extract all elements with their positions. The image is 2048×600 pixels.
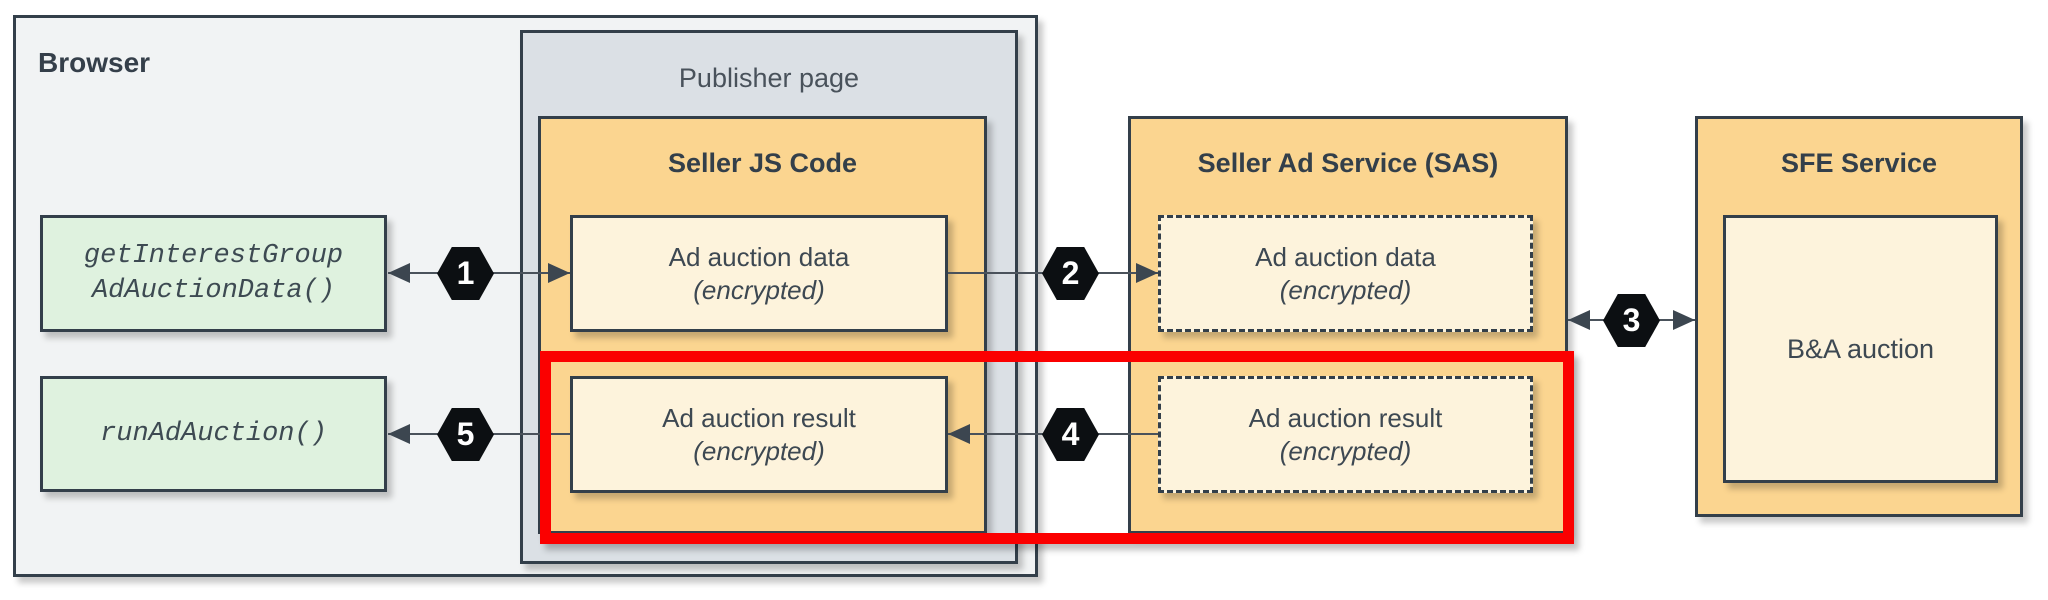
ba-auction-label: B&A auction bbox=[1786, 333, 1935, 364]
browser-label: Browser bbox=[38, 47, 151, 78]
arrowhead-left-step4 bbox=[948, 424, 970, 444]
api-label-line1: runAdAuction() bbox=[100, 418, 327, 449]
sas-ad-auction-data-node: Ad auction data (encrypted) bbox=[1158, 215, 1533, 332]
result-row-highlight-rect bbox=[540, 351, 1574, 544]
step-4-number: 4 bbox=[1061, 416, 1080, 452]
node-label-line1: Ad auction data bbox=[668, 241, 850, 272]
node-label-line2: (encrypted) bbox=[693, 274, 825, 305]
node-label-line1: Ad auction result bbox=[662, 402, 856, 433]
api-label-line2: AdAuctionData() bbox=[91, 275, 336, 306]
step-2-hexagon: 2 bbox=[1042, 247, 1099, 300]
api-label-line1: getInterestGroup bbox=[83, 240, 344, 271]
sfe-service-title: SFE Service bbox=[1780, 148, 1938, 178]
node-label-line2: (encrypted) bbox=[1279, 435, 1412, 466]
arrowhead-right-step1 bbox=[548, 263, 570, 283]
js-ad-auction-result-node: Ad auction result (encrypted) bbox=[570, 376, 948, 493]
ba-auction-node: B&A auction bbox=[1723, 215, 1998, 483]
step-3-hexagon: 3 bbox=[1603, 294, 1660, 347]
get-interest-group-ad-auction-data-node: getInterestGroup AdAuctionData() bbox=[40, 215, 387, 332]
arrowhead-left-step5 bbox=[388, 424, 410, 444]
seller-ad-service-title: Seller Ad Service (SAS) bbox=[1197, 148, 1499, 178]
arrowhead-left-step3 bbox=[1568, 310, 1590, 330]
node-label-line1: Ad auction result bbox=[1248, 402, 1443, 433]
js-ad-auction-data-node: Ad auction data (encrypted) bbox=[570, 215, 948, 332]
arrowhead-right-step2 bbox=[1136, 263, 1158, 283]
sas-ad-auction-result-node: Ad auction result (encrypted) bbox=[1158, 376, 1533, 493]
step-2-number: 2 bbox=[1061, 255, 1080, 291]
seller-js-code-title: Seller JS Code bbox=[667, 148, 858, 178]
node-label-line1: Ad auction data bbox=[1255, 241, 1436, 272]
arrowhead-left-step1 bbox=[388, 263, 410, 283]
node-label-line2: (encrypted) bbox=[693, 435, 825, 466]
step-5-number: 5 bbox=[456, 416, 475, 452]
step-1-number: 1 bbox=[456, 255, 475, 291]
node-label-line2: (encrypted) bbox=[1279, 274, 1412, 305]
arrowhead-right-step3 bbox=[1673, 310, 1695, 330]
step-3-number: 3 bbox=[1622, 302, 1641, 338]
run-ad-auction-node: runAdAuction() bbox=[40, 376, 387, 492]
publisher-page-label: Publisher page bbox=[678, 63, 860, 93]
